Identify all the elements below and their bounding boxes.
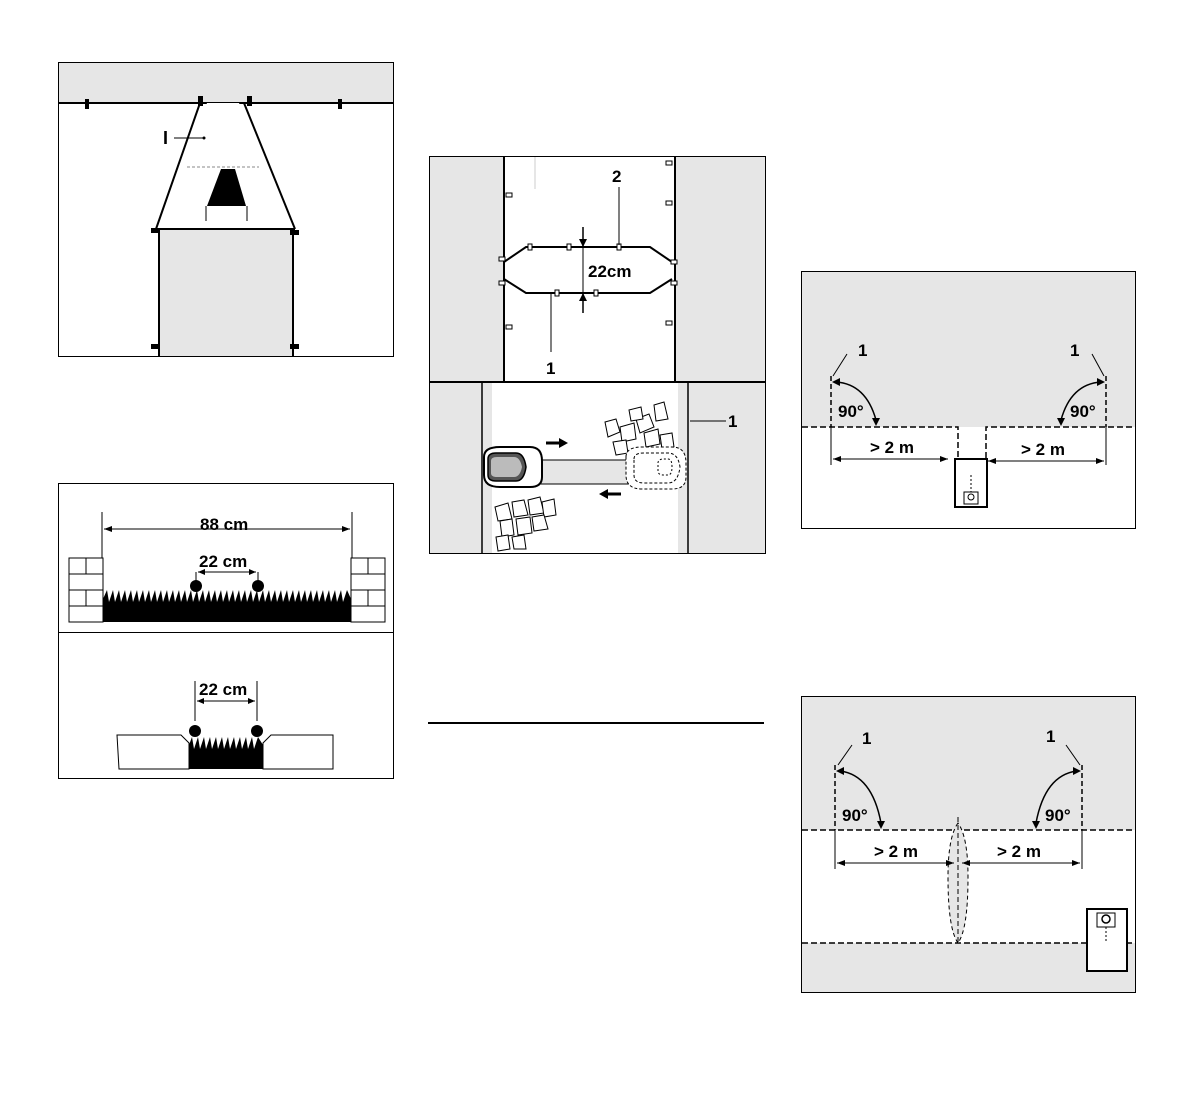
label-i: I [163, 128, 168, 148]
figure-station-b: 1 1 90° 90° > 2 m > 2 m [801, 696, 1136, 993]
angle-right-a: 90° [1070, 402, 1096, 421]
figure-path-bottom: 22 cm [58, 632, 394, 779]
label-2: 2 [612, 167, 621, 186]
angle-left-a: 90° [838, 402, 864, 421]
label-1-right-a: 1 [1070, 341, 1079, 360]
path-narrow-diagram: 22 cm [59, 633, 393, 778]
figure-passage: 22cm 2 1 [429, 156, 766, 554]
label-22cm-bottom: 22 cm [199, 680, 247, 699]
path-wide-diagram: 88 cm 22 cm [59, 484, 393, 632]
figure-station-a: 1 1 90° 90° > 2 m > 2 m [801, 271, 1136, 529]
distance-left-b: > 2 m [874, 842, 918, 861]
angle-right-b: 90° [1045, 806, 1071, 825]
label-1-left-b: 1 [862, 729, 871, 748]
figure-corridor: I [58, 62, 394, 357]
figure-path-top: 88 cm 22 cm [58, 483, 394, 633]
label-1-lower: 1 [728, 412, 737, 431]
label-22cm-passage: 22cm [588, 262, 631, 281]
label-1-right-b: 1 [1046, 727, 1055, 746]
station-b-diagram: 1 1 90° 90° > 2 m > 2 m [802, 697, 1135, 992]
label-1-left-a: 1 [858, 341, 867, 360]
passage-diagram: 22cm 2 1 [430, 157, 765, 553]
distance-left-a: > 2 m [870, 438, 914, 457]
distance-right-b: > 2 m [997, 842, 1041, 861]
station-a-diagram: 1 1 90° 90° > 2 m > 2 m [802, 272, 1135, 528]
angle-left-b: 90° [842, 806, 868, 825]
label-22cm-top: 22 cm [199, 552, 247, 571]
section-divider [428, 722, 764, 724]
label-88cm: 88 cm [200, 515, 248, 534]
corridor-diagram: I [59, 63, 393, 356]
distance-right-a: > 2 m [1021, 440, 1065, 459]
label-1-upper: 1 [546, 359, 555, 378]
